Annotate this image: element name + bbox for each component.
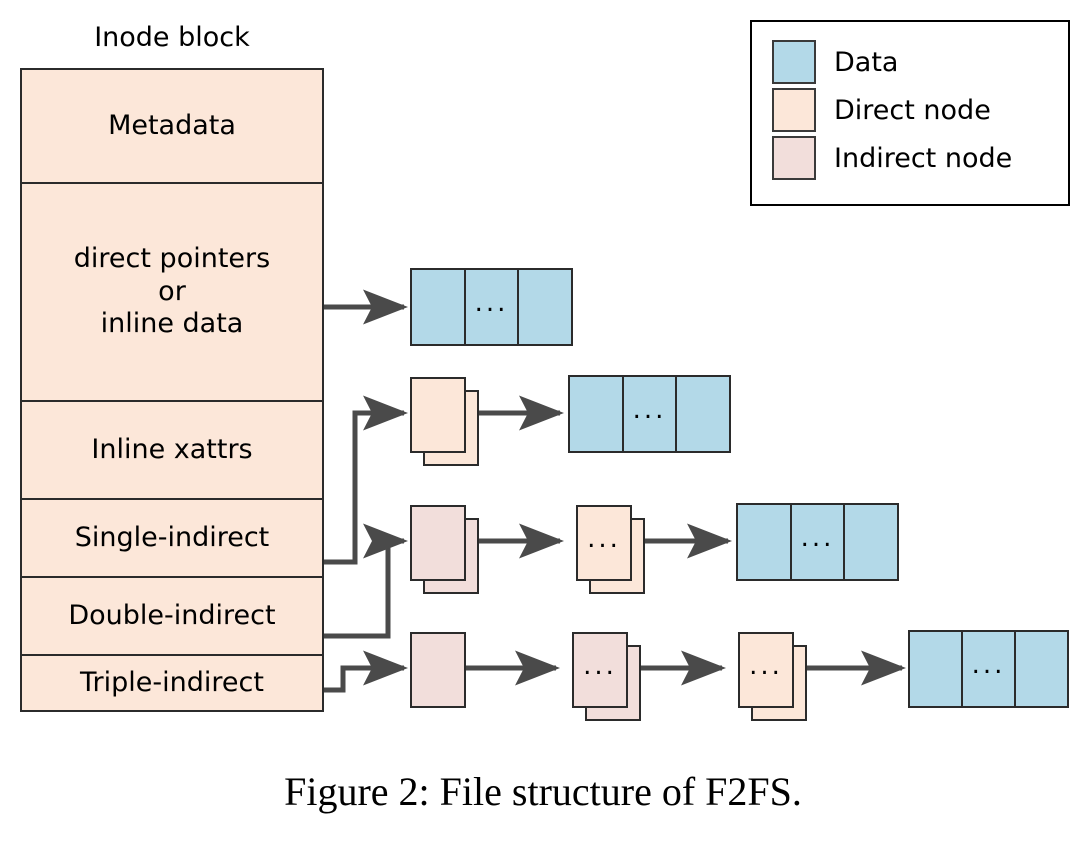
data-block-cell [677,377,730,451]
data-block-group-row3: ... [736,503,899,581]
legend-swatch-data [772,40,816,84]
node-card-front: ... [738,632,794,708]
legend-label: Indirect node [834,142,1013,174]
data-block-cell-ellipsis: ... [791,505,846,579]
inode-row-label: Single-indirect [74,521,270,553]
legend-label: Data [834,46,899,78]
data-block-group-row4: ... [908,630,1069,708]
data-block-cell-ellipsis: ... [623,377,678,451]
data-block-cell [1016,632,1067,706]
connector-single-to-indirect-node [324,523,409,639]
legend-swatch-indirect-node [772,136,816,180]
data-block-cell [412,270,466,344]
data-block-cell [519,270,572,344]
inode-row-metadata: Metadata [22,70,322,182]
inode-row-single-indirect: Single-indirect [22,498,322,576]
data-block-cell [738,505,792,579]
inode-row-label: Double-indirect [68,599,276,631]
inode-row-label: direct pointers or inline data [73,242,271,340]
inode-row-direct-pointers: direct pointers or inline data [22,182,322,400]
connector-xattrs-to-direct-node [324,395,409,565]
direct-node-stack-row3: ... [576,505,645,594]
figure-caption: Figure 2: File structure of F2FS. [284,769,802,814]
data-block-group-row2: ... [568,375,731,453]
data-block-cell-ellipsis: ... [465,270,520,344]
data-block-cell [845,505,898,579]
data-block-cell-ellipsis: ... [963,632,1016,706]
direct-node-stack-row4: ... [738,632,807,721]
data-block-cell [910,632,963,706]
inode-block-title: Inode block [94,22,250,53]
indirect-node-single-row4 [410,632,466,708]
data-block-cell [570,377,624,451]
inode-row-label: Metadata [108,109,236,141]
inode-row-label: Inline xattrs [91,433,253,465]
indirect-node-stack-row3 [410,505,479,594]
inode-block: Metadata direct pointers or inline data … [20,68,324,712]
node-card-front: ... [576,505,632,581]
inode-row-double-indirect: Double-indirect [22,576,322,654]
legend-label: Direct node [834,94,991,126]
direct-node-stack-row2 [410,377,479,466]
connector-double-to-indirect-node [324,650,409,693]
legend-item-indirect-node: Indirect node [772,136,1012,180]
inode-row-triple-indirect: Triple-indirect [22,654,322,710]
node-card-front [410,505,466,581]
node-card-front: ... [572,632,628,708]
node-card-front [410,632,466,708]
inode-row-label: Triple-indirect [80,666,264,698]
legend-swatch-direct-node [772,88,816,132]
legend: Data Direct node Indirect node [750,20,1070,206]
inode-row-inline-xattrs: Inline xattrs [22,400,322,498]
legend-item-direct-node: Direct node [772,88,991,132]
data-block-group-row1: ... [410,268,573,346]
node-card-front [410,377,466,453]
indirect-node-stack-row4: ... [572,632,641,721]
legend-item-data: Data [772,40,898,84]
